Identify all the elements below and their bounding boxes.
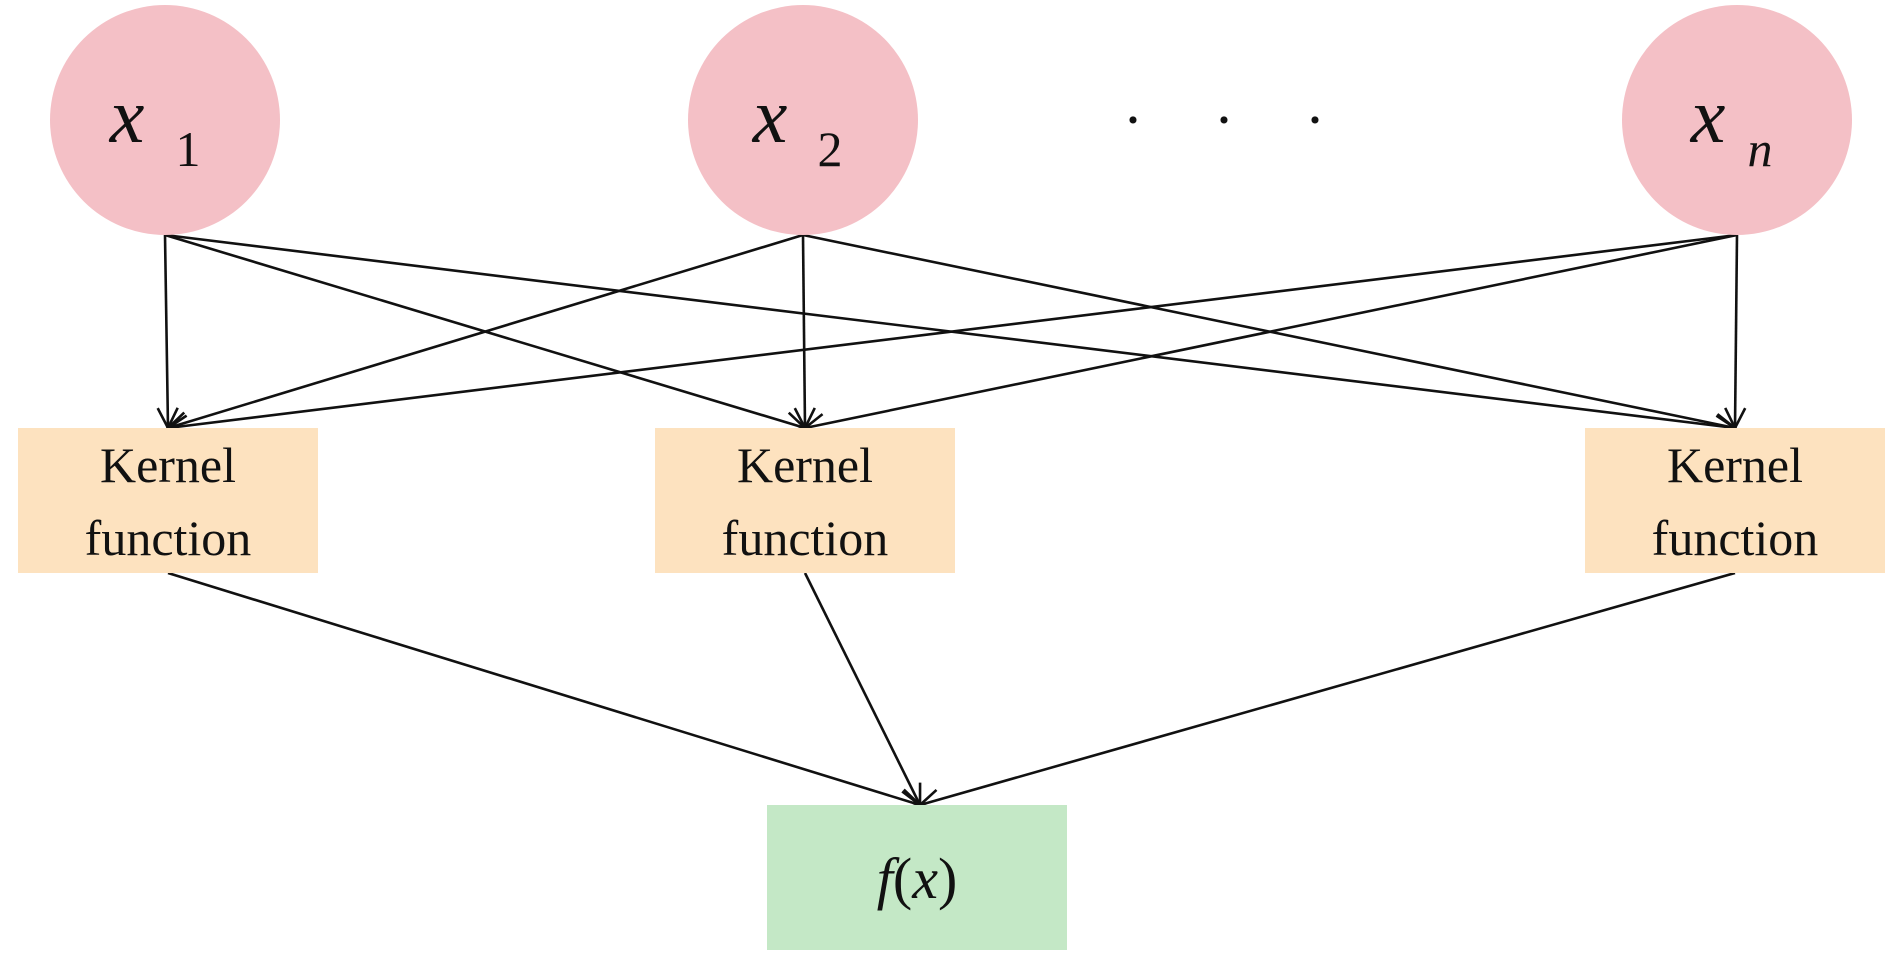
input-node-1-subscript: 1 [176, 121, 201, 177]
svg-text:x: x [1690, 72, 1726, 159]
kernel-box-1-bg [18, 428, 318, 573]
svg-text:x: x [109, 72, 145, 159]
input-node-1-circle [50, 5, 280, 235]
input-node-2: x 2 [688, 5, 918, 235]
svg-text:f(x): f(x) [877, 846, 958, 911]
kernel-box-2-line2: function [722, 510, 889, 566]
input-node-2-circle [688, 5, 918, 235]
edges [165, 233, 1738, 805]
kernel-box-1-line1: Kernel [100, 437, 236, 493]
input-node-1-symbol: x [109, 72, 145, 159]
svg-text:2: 2 [818, 121, 843, 177]
edge-kernel-2-to-output [803, 572, 920, 805]
edge-input-3-to-kernel-1 [168, 233, 1738, 428]
kernel-box-n-line2: function [1652, 510, 1819, 566]
input-node-n-circle [1622, 5, 1852, 235]
kernel-box-n-bg [1585, 428, 1885, 573]
edge-input-3-to-kernel-3 [1735, 234, 1737, 428]
kernel-box-1-line2: function [85, 510, 252, 566]
kernel-box-n: Kernel function [1585, 428, 1885, 573]
svg-text:1: 1 [176, 121, 201, 177]
edge-kernel-1-to-output [167, 571, 920, 805]
input-node-2-symbol: x [752, 72, 788, 159]
input-node-n-symbol: x [1690, 72, 1726, 159]
output-box: f(x) [767, 805, 1067, 950]
output-box-bg [767, 805, 1067, 950]
edge-kernel-3-to-output [920, 571, 1736, 805]
input-node-n: x n [1622, 5, 1852, 235]
svg-text:n: n [1748, 121, 1773, 177]
output-close-paren: ) [938, 846, 957, 911]
edge-input-2-to-kernel-1 [168, 233, 804, 428]
ellipsis-label: · · · [1123, 87, 1353, 153]
kernel-box-2-line1: Kernel [737, 437, 873, 493]
input-node-2-subscript: 2 [818, 121, 843, 177]
edge-input-2-to-kernel-2 [803, 234, 805, 428]
kernel-box-2: Kernel function [655, 428, 955, 573]
svg-text:x: x [752, 72, 788, 159]
kernel-box-n-line1: Kernel [1667, 437, 1803, 493]
edge-input-3-to-kernel-2 [805, 233, 1738, 428]
input-node-n-subscript: n [1748, 121, 1773, 177]
kernel-box-2-bg [655, 428, 955, 573]
input-node-1: x 1 [50, 5, 280, 235]
edge-input-1-to-kernel-1 [165, 234, 168, 428]
output-open-paren: ( [893, 846, 912, 911]
output-var: x [911, 846, 938, 911]
kernel-box-1: Kernel function [18, 428, 318, 573]
